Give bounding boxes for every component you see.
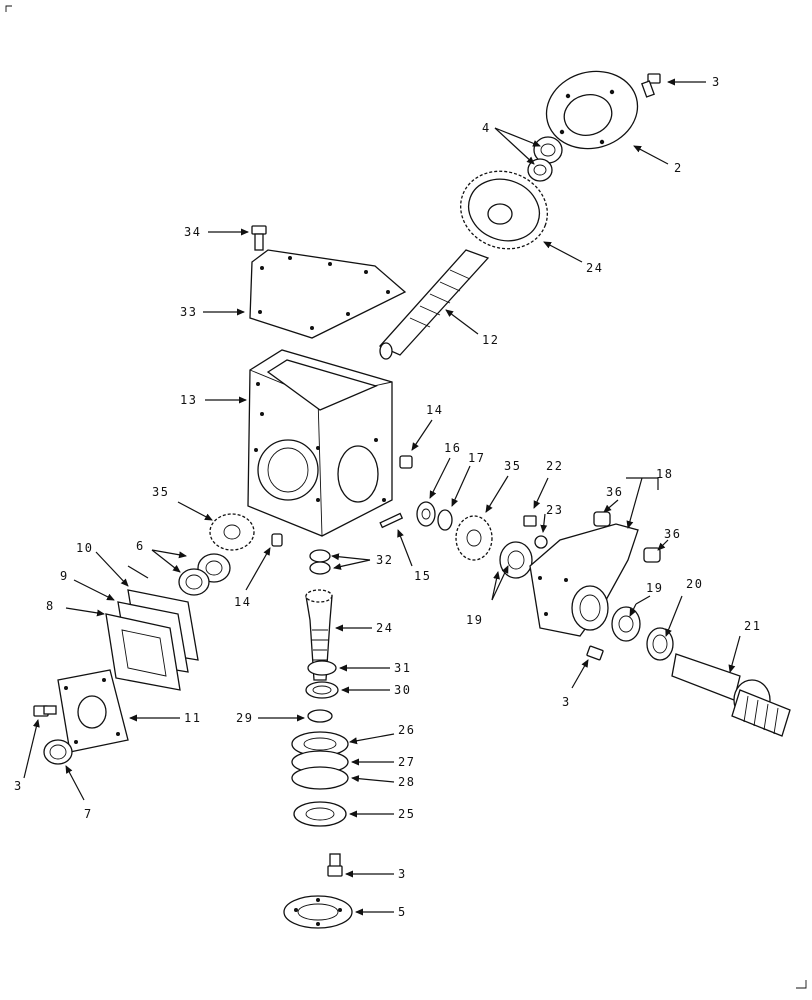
callout-29: 29 [236, 711, 253, 725]
callout-19-right: 19 [646, 581, 663, 595]
callout-3-bottom: 3 [398, 867, 407, 881]
part-18-bracket-housing [529, 523, 639, 637]
part-17-shim [437, 509, 453, 531]
callout-4: 4 [482, 121, 491, 135]
corner-mark-bottom-right [796, 980, 807, 989]
callout-26: 26 [398, 723, 415, 737]
callout-15: 15 [414, 569, 431, 583]
callout-5: 5 [398, 905, 407, 919]
part-8-10-gasket-stack [105, 589, 199, 691]
callout-35-left: 35 [152, 485, 169, 499]
callout-36-top: 36 [606, 485, 623, 499]
part-14-plug-upper [399, 455, 413, 469]
callout-11: 11 [184, 711, 201, 725]
callout-14-upper: 14 [426, 403, 443, 417]
part-3-bolt-left [33, 705, 57, 717]
part-2-cover-flange [545, 70, 639, 150]
part-36-bushing-top [593, 511, 611, 527]
leader-lines [23, 78, 741, 916]
part-11-end-plate [57, 669, 129, 753]
callout-33: 33 [180, 305, 197, 319]
part-6-bearing-left [178, 553, 231, 596]
part-31-bearing-cone [307, 660, 337, 676]
callout-7: 7 [84, 807, 93, 821]
callout-8: 8 [46, 599, 55, 613]
callout-12: 12 [482, 333, 499, 347]
part-24-bevel-ring-gear [460, 170, 548, 250]
callout-6: 6 [136, 539, 145, 553]
callout-36-right: 36 [664, 527, 681, 541]
part-12-splined-shaft [378, 249, 490, 360]
part-16-washer [416, 501, 436, 527]
part-3-bolt-top [641, 73, 661, 98]
part-35-pinion-gear-right [455, 515, 493, 561]
part-20-seal-ring [646, 627, 674, 661]
part-33-cover-plate [249, 249, 407, 339]
part-22-bolt [523, 515, 537, 527]
part-3-bolt-right [586, 645, 604, 661]
callout-21: 21 [744, 619, 761, 633]
part-32-bearing-cups [309, 549, 331, 575]
callout-18: 18 [656, 467, 673, 481]
callout-13: 13 [180, 393, 197, 407]
callout-28: 28 [398, 775, 415, 789]
callout-17: 17 [468, 451, 485, 465]
callout-labels: 3 4 2 24 34 33 12 13 14 16 17 35 22 18 2… [14, 75, 761, 919]
part-13-gearbox-housing [247, 349, 393, 537]
callout-25: 25 [398, 807, 415, 821]
callout-3-right: 3 [562, 695, 571, 709]
part-30-bearing-cup [305, 681, 339, 699]
callout-30: 30 [394, 683, 411, 697]
callout-23: 23 [546, 503, 563, 517]
part-26-28-cap-stack [291, 731, 349, 790]
callout-3-left: 3 [14, 779, 23, 793]
callout-35-right: 35 [504, 459, 521, 473]
part-35-pinion-gear-left [209, 513, 255, 551]
part-7-seal [43, 739, 73, 765]
callout-31: 31 [394, 661, 411, 675]
callout-27: 27 [398, 755, 415, 769]
part-15-key [379, 512, 404, 529]
callout-10: 10 [76, 541, 93, 555]
part-5-gasket [283, 895, 353, 929]
part-25-retainer [293, 801, 347, 827]
part-29-snap-ring [307, 709, 333, 723]
part-24-pinion-shaft [305, 589, 333, 681]
callout-20: 20 [686, 577, 703, 591]
part-23-nut [534, 535, 548, 549]
part-21-output-shaft [671, 653, 791, 737]
callout-16: 16 [444, 441, 461, 455]
callout-2: 2 [674, 161, 683, 175]
callout-24-bottom: 24 [376, 621, 393, 635]
part-19-bearing-right [611, 606, 641, 642]
part-14-plug-lower [271, 533, 283, 547]
callout-34: 34 [184, 225, 201, 239]
callout-9: 9 [60, 569, 69, 583]
corner-mark-top-left [5, 5, 12, 12]
part-34-bolt [251, 225, 267, 251]
callout-19-left: 19 [466, 613, 483, 627]
callout-32: 32 [376, 553, 393, 567]
callout-14-lower: 14 [234, 595, 251, 609]
part-36-bushing-right [643, 547, 661, 563]
callout-24-top: 24 [586, 261, 603, 275]
callout-22: 22 [546, 459, 563, 473]
callout-3-top: 3 [712, 75, 721, 89]
part-3-bolt-bottom [327, 853, 343, 877]
